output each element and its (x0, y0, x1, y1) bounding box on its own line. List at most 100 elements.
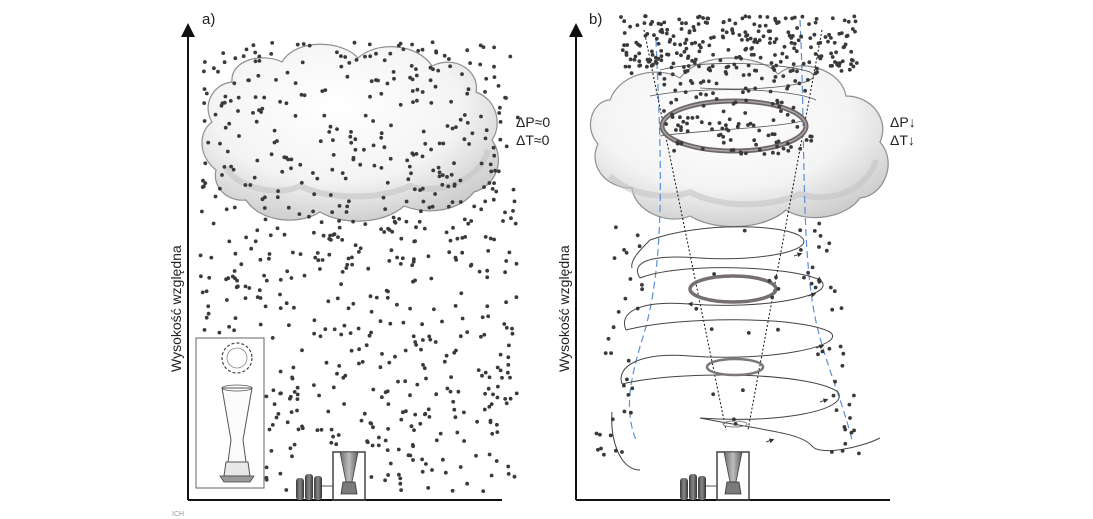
particle (409, 171, 413, 176)
particle (851, 64, 856, 69)
particle (207, 275, 212, 280)
particle (717, 121, 722, 125)
particle (246, 78, 251, 83)
particle (229, 164, 234, 169)
particle (443, 470, 448, 475)
particle (816, 41, 821, 46)
particle (204, 315, 209, 320)
particle (232, 269, 237, 273)
particle (341, 375, 346, 380)
particle (776, 287, 781, 291)
particle (827, 32, 831, 37)
particle (744, 34, 748, 38)
particle (233, 251, 238, 256)
particle (440, 319, 444, 324)
particle (353, 243, 358, 248)
particle (328, 193, 333, 197)
particle (816, 352, 820, 357)
particle (433, 340, 438, 344)
particle (620, 48, 625, 52)
particle (411, 152, 416, 157)
particle (409, 424, 414, 429)
particle (853, 19, 858, 24)
particle (321, 233, 326, 238)
particle (253, 239, 258, 244)
particle (760, 76, 764, 81)
particle (498, 352, 503, 357)
particle (511, 187, 516, 192)
particle (670, 115, 675, 119)
particle (692, 60, 697, 65)
particle (511, 209, 515, 213)
particle (441, 141, 446, 146)
particle (693, 40, 698, 45)
particle (462, 113, 467, 117)
particle (603, 351, 608, 355)
particle (289, 166, 293, 171)
particle (467, 142, 471, 146)
particle (365, 440, 370, 445)
particle (212, 66, 216, 71)
particle (771, 150, 775, 155)
particle (844, 34, 849, 39)
particle (770, 132, 775, 137)
particle (462, 410, 466, 415)
particle (643, 33, 648, 38)
particle (323, 327, 328, 332)
particle (843, 427, 848, 432)
particle (622, 31, 627, 35)
particle (801, 61, 806, 66)
particle (624, 53, 629, 57)
particle (664, 31, 669, 36)
particle (668, 37, 673, 42)
particle (299, 92, 304, 97)
particle (669, 65, 674, 70)
particle (393, 354, 397, 359)
particle (628, 277, 633, 281)
particle (493, 168, 497, 173)
particle (774, 63, 779, 68)
particle (699, 120, 704, 125)
particle (312, 318, 317, 323)
particle (337, 219, 341, 223)
particle (455, 430, 460, 435)
particle (257, 108, 261, 112)
particle (332, 232, 337, 237)
particle (700, 147, 705, 151)
particle (476, 368, 481, 372)
particle (465, 330, 470, 334)
particle (329, 238, 333, 242)
particle (336, 433, 341, 437)
particle (486, 249, 491, 253)
particle (389, 248, 394, 253)
particle (674, 51, 679, 56)
particle (369, 79, 374, 84)
particle (743, 86, 748, 91)
particle (408, 306, 412, 311)
particle (397, 472, 401, 477)
particle (637, 244, 642, 249)
particle (772, 40, 777, 45)
particle (507, 343, 511, 348)
particle (652, 33, 656, 37)
particle (709, 36, 713, 40)
particle (594, 431, 599, 436)
particle (829, 51, 833, 56)
particle (819, 54, 824, 58)
particle (730, 27, 734, 32)
particle (483, 235, 488, 239)
particle (486, 314, 491, 319)
particle (449, 375, 453, 379)
particle (424, 462, 428, 466)
particle (275, 195, 280, 200)
particle (731, 101, 736, 106)
particle (847, 402, 852, 407)
particle (427, 205, 432, 210)
particle (385, 180, 390, 185)
particle (492, 75, 497, 79)
particle (417, 219, 422, 224)
particle (378, 365, 383, 370)
particle (450, 126, 455, 131)
particle (351, 219, 355, 224)
